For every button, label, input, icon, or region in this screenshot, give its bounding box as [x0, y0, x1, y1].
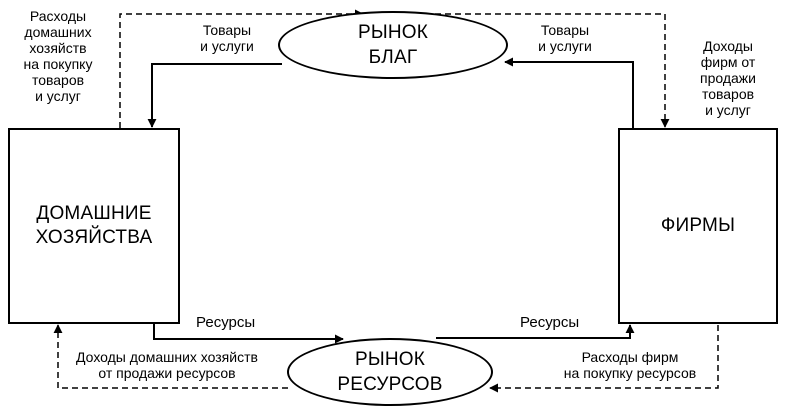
household-spending-arrow [119, 9, 364, 128]
firm-revenue-arrow [415, 13, 670, 128]
firm-revenue-label: Доходы фирм от продажи товаров и услуг [700, 38, 756, 118]
goods-services-right-label: Товары и услуги [538, 22, 592, 54]
household-income-arrow [53, 324, 288, 389]
firm-spending-arrow [489, 325, 719, 393]
resources-left-label: Ресурсы [196, 314, 256, 331]
households-to-resource-market-arrow [153, 324, 344, 344]
household-income-label: Доходы домашних хозяйств от продажи ресу… [76, 349, 258, 381]
firms-box: ФИРМЫ [618, 128, 778, 324]
resource-market-label: РЫНОК РЕСУРСОВ [337, 349, 443, 395]
households-label: ДОМАШНИЕ ХОЗЯЙСТВА [35, 203, 153, 248]
goods-market-ellipse: РЫНОК БЛАГ [278, 11, 508, 79]
household-spending-label: Расходы домашних хозяйств на покупку тов… [23, 8, 93, 104]
firm-spending-label: Расходы фирм на покупку ресурсов [563, 349, 697, 381]
goods-to-households-arrow [147, 63, 282, 128]
goods-market-label: РЫНОК БЛАГ [357, 22, 429, 68]
firms-label: ФИРМЫ [660, 215, 736, 236]
households-box: ДОМАШНИЕ ХОЗЯЙСТВА [8, 128, 180, 324]
goods-services-left-label: Товары и услуги [200, 22, 254, 54]
resource-market-ellipse: РЫНОК РЕСУРСОВ [287, 338, 493, 406]
firms-to-goods-market-arrow [504, 57, 634, 128]
resource-market-to-firms-arrow [436, 324, 635, 339]
resources-right-label: Ресурсы [520, 314, 580, 331]
